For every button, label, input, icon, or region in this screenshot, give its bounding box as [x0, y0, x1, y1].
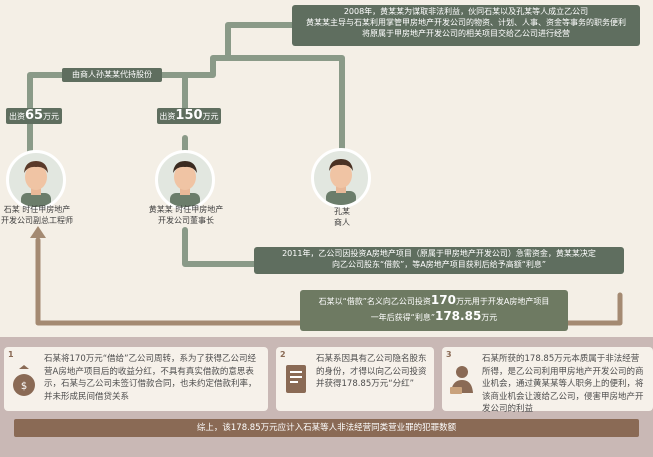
- svg-text:$: $: [21, 381, 27, 392]
- loan-part2: 万元用于开发A房地产项目: [455, 297, 550, 306]
- arrow-head: [30, 226, 46, 238]
- document-icon: [286, 365, 306, 393]
- loan-unit2: 万元: [481, 313, 498, 322]
- top-box-line3: 将原属于甲房地产开发公司的相关项目交给乙公司进行经营: [362, 29, 570, 38]
- analysis-card-3: 3 石某所获的178.85万元本质属于非法经营所得，是乙公司利用甲房地产开发公司…: [442, 347, 653, 414]
- loan-amount2: 178.85: [434, 309, 482, 323]
- huang-label: 黄某某 时任甲房地产 开发公司董事长: [140, 204, 232, 226]
- kong-avatar: [311, 148, 371, 208]
- card-text: 石某所获的178.85万元本质属于非法经营所得，是乙公司利用甲房地产开发公司的商…: [482, 354, 644, 414]
- top-event-box: 2008年，黄某某为谋取非法利益，伙同石某以及孔某等人成立乙公司 黄某某主导与石…: [292, 5, 640, 46]
- proxy-shareholding-label: 由商人孙某某代持股份: [62, 68, 162, 82]
- huang-invest-unit: 万元: [202, 112, 219, 121]
- loan-part1: 石某以“借款”名义向乙公司投资: [318, 297, 431, 306]
- kong-label: 孔某 商人: [314, 206, 370, 228]
- loan-box-line1: 石某以“借款”名义向乙公司投资170万元用于开发A房地产项目: [300, 293, 568, 309]
- shi-invest-prefix: 出资: [8, 112, 25, 121]
- analysis-card-2: 2 石某系因具有乙公司隐名股东的身份，才得以向乙公司投资并获得178.85万元“…: [276, 347, 434, 411]
- shi-invest-amount: 65: [24, 108, 44, 123]
- shi-invest-unit: 万元: [43, 112, 60, 121]
- mid-event-box: 2011年，乙公司因投资A房地产项目（原属于甲房地产开发公司）急需资金，黄某某决…: [254, 247, 624, 274]
- shi-label: 石某 时任甲房地产 开发公司副总工程师: [0, 204, 76, 226]
- top-box-line2: 黄某某主导与石某利用掌管甲房地产开发公司的物资、计划、人事、资金等事务的职务便利: [306, 18, 626, 27]
- mid-box-line2: 向乙公司股东“借款”，等A房地产项目获利后给予高额“利息”: [331, 260, 547, 269]
- card-number: 1: [8, 350, 14, 359]
- loan-amount1: 170: [430, 293, 456, 307]
- kong-label-line2: 商人: [334, 218, 350, 227]
- card-text: 石某系因具有乙公司隐名股东的身份，才得以向乙公司投资并获得178.85万元“分红…: [316, 354, 427, 389]
- analysis-card-1: 1 $ 石某将170万元“借给”乙公司周转，系为了获得乙公司经营A房地产项目后的…: [4, 347, 268, 411]
- top-box-line1: 2008年，黄某某为谋取非法利益，伙同石某以及孔某等人成立乙公司: [343, 7, 589, 16]
- huang-avatar: [155, 150, 215, 210]
- huang-invest-prefix: 出资: [159, 112, 176, 121]
- kong-label-line1: 孔某: [334, 207, 350, 216]
- person-icon: [21, 161, 51, 207]
- loan-part3: 一年后获得“利息”: [370, 313, 435, 322]
- shi-label-line2: 开发公司副总工程师: [1, 216, 73, 225]
- shi-investment-label: 出资65万元: [6, 108, 62, 124]
- mid-box-line1: 2011年，乙公司因投资A房地产项目（原属于甲房地产开发公司）急需资金，黄某某决…: [282, 249, 596, 258]
- huang-investment-label: 出资150万元: [157, 108, 221, 124]
- loan-box-line2: 一年后获得“利息”178.85万元: [300, 309, 568, 325]
- person-icon: [170, 161, 200, 207]
- shi-label-line1: 石某 时任甲房地产: [3, 205, 71, 214]
- card-number: 3: [446, 350, 452, 359]
- money-bag-icon: $: [13, 365, 35, 396]
- person-cash-icon: [450, 366, 473, 394]
- summary-bar: 综上，该178.85万元应计入石某等人非法经营同类营业罪的犯罪数额: [14, 419, 639, 437]
- card-number: 2: [280, 350, 286, 359]
- person-icon: [326, 159, 356, 205]
- huang-invest-amount: 150: [175, 108, 203, 123]
- huang-label-line2: 开发公司董事长: [158, 216, 214, 225]
- shi-avatar: [6, 150, 66, 210]
- huang-label-line1: 黄某某 时任甲房地产: [148, 205, 224, 214]
- card-text: 石某将170万元“借给”乙公司周转，系为了获得乙公司经营A房地产项目后的收益分红…: [44, 354, 257, 402]
- loan-box: 石某以“借款”名义向乙公司投资170万元用于开发A房地产项目 一年后获得“利息”…: [300, 290, 568, 331]
